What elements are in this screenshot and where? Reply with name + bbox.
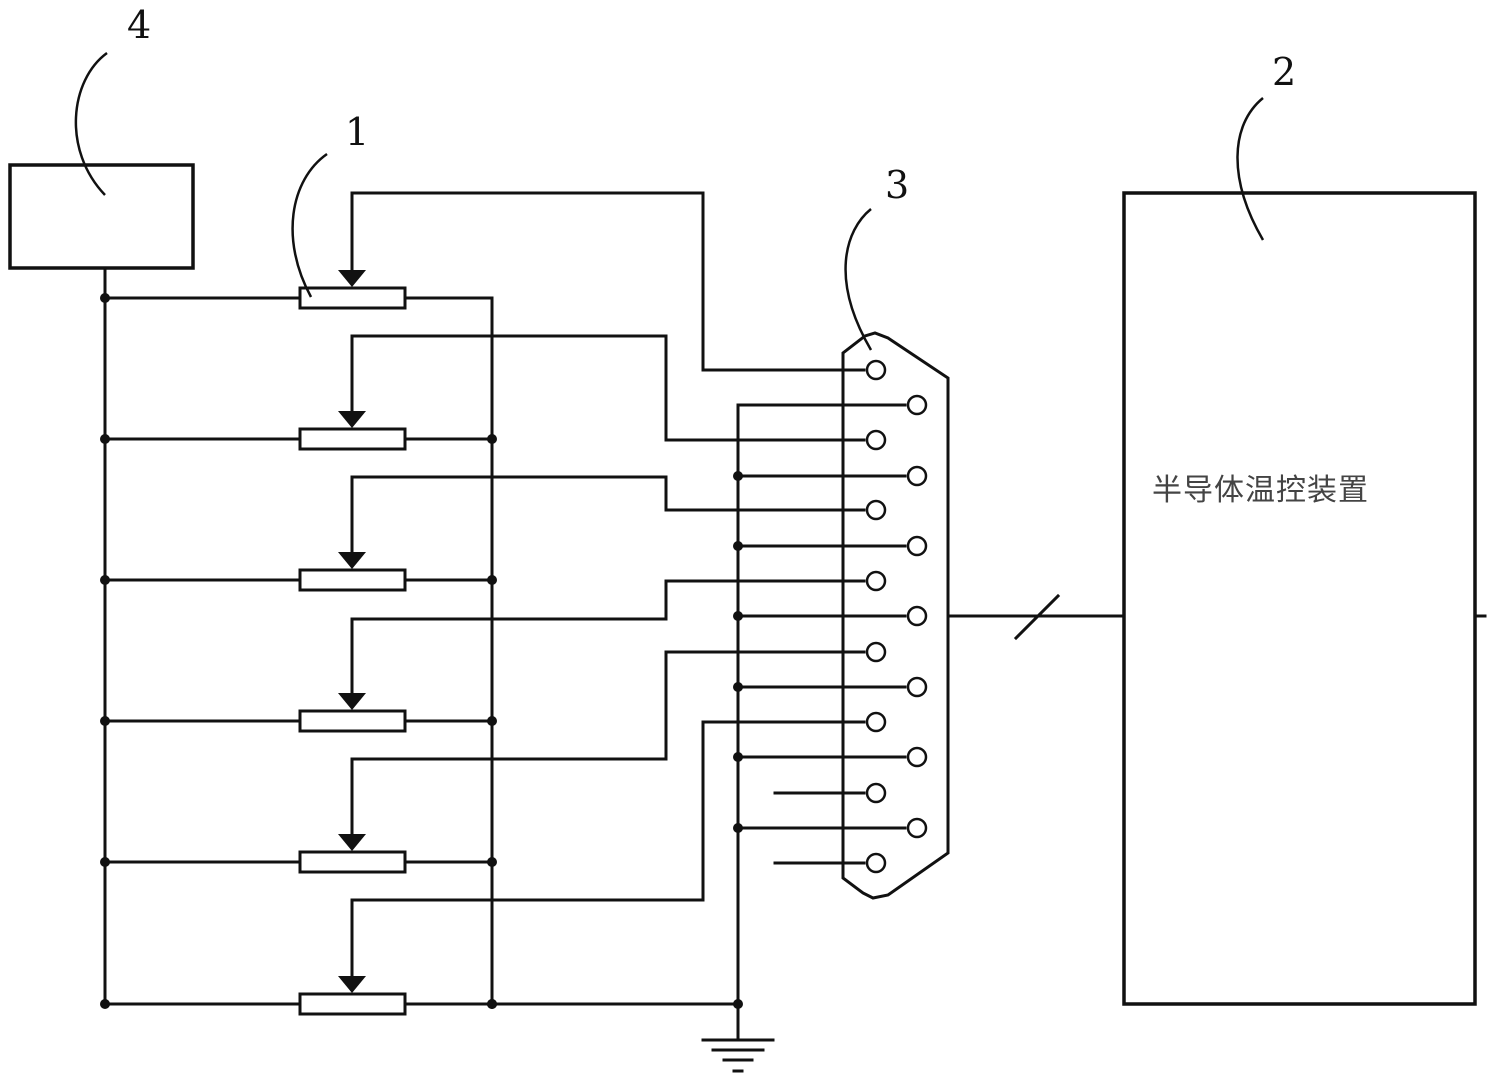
connector-outline [841,331,950,900]
bus-slash-icon [1013,593,1061,641]
potentiometer-resistor [298,568,407,592]
wiper-arrow-icon [338,834,366,851]
connector-pin [865,782,887,804]
left-bus-junction-dot [100,575,110,585]
connector-pin [906,746,928,768]
left-bus-junction-dot [100,434,110,444]
left-bus-junction-dot [100,999,110,1009]
ref-label-temperature-control-device: 2 [1272,50,1296,94]
leader-line-connector [844,208,873,351]
potentiometer-resistor [298,850,407,874]
wiper-arrow-icon [338,411,366,428]
right-bus-junction-dot [487,434,497,444]
wiper-arrow-icon [338,693,366,710]
ground-bus-junction-dot [733,823,743,833]
left-bus-junction-dot [100,293,110,303]
right-bus-junction-dot [487,575,497,585]
connector-pin [865,711,887,733]
ground-bus-junction-dot [733,471,743,481]
junction-dots [100,293,743,1009]
wiper-signal-wire [350,191,866,372]
wiper-arrow-icon [338,270,366,287]
components [8,163,1487,1073]
connector-pin [865,359,887,381]
ref-label-power-supply: 4 [127,3,151,47]
leader-line-temperature-control-device [1236,97,1265,241]
connector-pin [906,817,928,839]
connector-pin [906,465,928,487]
ref-label-potentiometers: 1 [345,110,369,154]
connector-pin [906,535,928,557]
wiper-arrow-icon [338,552,366,569]
left-bus-junction-dot [100,716,110,726]
wiper-signal-wire [350,720,866,978]
connector-pin [906,605,928,627]
connector-pin [906,394,928,416]
ground-bus-junction-dot [733,999,743,1009]
potentiometer-resistor [298,427,407,451]
wiper-arrow-icon [338,976,366,993]
potentiometer-resistor [298,709,407,733]
temperature-control-device-box [1122,191,1477,1006]
connector-pin [865,570,887,592]
connector-pin [865,499,887,521]
left-bus-junction-dot [100,857,110,867]
leader-line-power-supply [74,51,108,196]
potentiometer-resistor [298,992,407,1016]
right-bus-junction-dot [487,857,497,867]
ground-bus-junction-dot [733,752,743,762]
wiper-signal-wire [350,579,866,695]
wiper-signal-wire [350,650,866,836]
leader-line-potentiometers [291,152,328,298]
wires [103,191,1126,1042]
wiper-signal-wire [350,475,866,554]
right-bus-junction-dot [487,999,497,1009]
connector-pin [865,852,887,874]
ground-bus-junction-dot [733,611,743,621]
right-bus-junction-dot [487,716,497,726]
wiper-signal-wire [350,334,866,442]
connector-pin [906,676,928,698]
ground-bus-junction-dot [733,682,743,692]
potentiometer-resistor [298,286,407,310]
ref-label-connector: 3 [885,163,909,207]
device-label: 半导体温控装置 [1152,473,1369,508]
connector-pin [865,641,887,663]
power-supply-box [8,163,195,270]
ground-bus-junction-dot [733,541,743,551]
connector-pin [865,429,887,451]
